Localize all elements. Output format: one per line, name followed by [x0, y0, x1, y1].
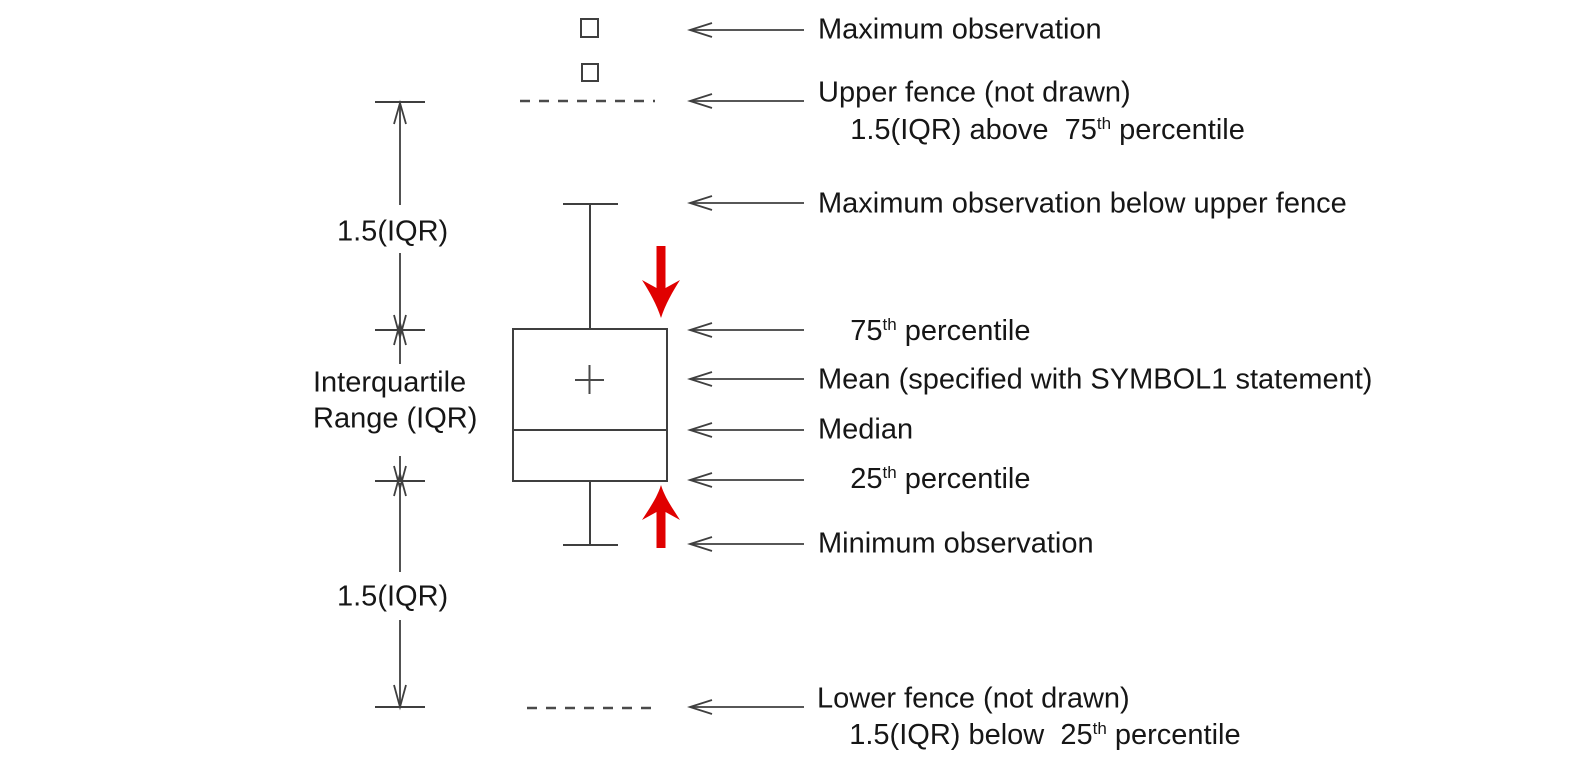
label-arrow-25th-percentile [687, 472, 804, 488]
label-iqr-factor-bottom: 1.5(IQR) [337, 580, 449, 613]
label-arrow-75th-percentile [687, 322, 804, 338]
label-text: 25 [850, 462, 883, 495]
ordinal-superscript: th [882, 462, 897, 482]
label-text: percentile [896, 462, 1031, 495]
label-lower-fence-line1: Lower fence (not drawn) [817, 682, 1130, 715]
label-arrow-min-observation [687, 536, 804, 552]
label-arrow-max-below-fence [687, 195, 804, 211]
outlier-square-icon [581, 63, 599, 82]
red-arrow-down-icon [642, 246, 680, 318]
label-text: 75 [850, 314, 883, 347]
label-text: percentile [896, 314, 1031, 347]
label-max-below-upper-fence: Maximum observation below upper fence [818, 187, 1347, 220]
upper-whisker [563, 203, 618, 329]
label-upper-fence-line2: 1.5(IQR) above 75th percentile [818, 78, 1245, 182]
dimension-lines [375, 99, 425, 711]
label-arrow-median [687, 422, 804, 438]
label-text: 1.5(IQR) above 75 [850, 113, 1097, 146]
label-text: 1.5(IQR) below 25 [849, 718, 1093, 751]
label-min-observation: Minimum observation [818, 527, 1094, 560]
label-upper-fence-line1: Upper fence (not drawn) [818, 76, 1131, 109]
dim-arrowhead-down [393, 465, 407, 492]
dim-arrowhead-up [393, 470, 407, 497]
label-arrows [687, 22, 804, 715]
label-arrow-lower-fence [687, 699, 804, 715]
dim-arrowhead-up [393, 99, 407, 125]
label-arrow-mean [687, 371, 804, 387]
ordinal-superscript: th [882, 314, 897, 334]
outlier-square-icon [580, 18, 599, 38]
label-iqr-factor-top: 1.5(IQR) [337, 215, 449, 248]
mean-plus-icon [575, 365, 604, 394]
label-mean: Mean (specified with SYMBOL1 statement) [818, 363, 1373, 396]
ordinal-superscript: th [1092, 718, 1107, 738]
label-interquartile-line1: Interquartile [313, 366, 467, 399]
dim-arrowhead-down [393, 314, 407, 341]
outlier-square-markers [580, 18, 599, 82]
ordinal-superscript: th [1096, 113, 1112, 133]
red-arrow-up-icon [642, 485, 680, 548]
lower-whisker [563, 481, 618, 546]
iqr-box [512, 328, 668, 482]
label-text: percentile [1106, 718, 1241, 751]
label-interquartile-line2: Range (IQR) [313, 402, 478, 435]
label-25th-percentile: 25th percentile [818, 427, 1031, 531]
label-max-observation: Maximum observation [818, 13, 1102, 46]
label-75th-percentile: 75th percentile [818, 279, 1031, 383]
label-lower-fence-line2: 1.5(IQR) below 25th percentile [817, 683, 1241, 782]
label-arrow-max-observation [687, 22, 804, 38]
label-text: percentile [1111, 113, 1245, 146]
dim-arrowhead-up [393, 319, 407, 346]
dim-arrowhead-down [393, 684, 407, 711]
label-arrow-upper-fence [687, 93, 804, 109]
label-median: Median [818, 413, 914, 446]
